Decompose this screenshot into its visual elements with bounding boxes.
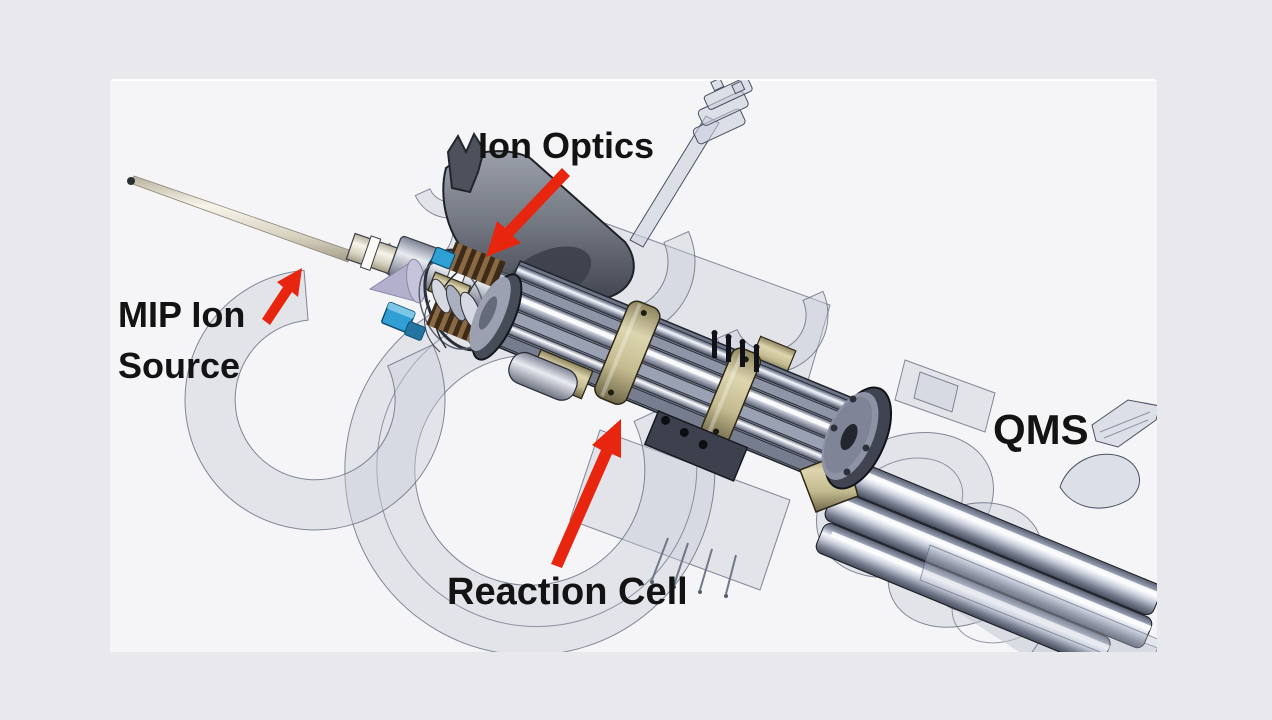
clamp-ring-1 [594, 300, 661, 406]
reaction-cell-label: Reaction Cell [447, 571, 688, 613]
clamp-ring-2 [700, 347, 762, 444]
bolt-block [643, 410, 749, 482]
reaction-cell-arrow [551, 419, 621, 568]
rod-lug [1059, 453, 1140, 509]
probe-tip [127, 177, 135, 185]
ion-optics-label: Ion Optics [478, 125, 654, 166]
qms-label: QMS [993, 406, 1089, 453]
mip-ion-source-arrow [262, 268, 302, 325]
shroud-fork-tab [446, 131, 486, 194]
reaction-cell-assembly [469, 260, 871, 488]
lens-stack-upper [445, 241, 506, 289]
electrode-pins [711, 330, 760, 372]
canvas-top-highlight [112, 79, 1155, 81]
entry-flange [469, 273, 523, 361]
blue-insulator-blocks [381, 246, 456, 341]
annotation-arrows [262, 168, 621, 568]
labels: Ion Optics MIP Ion Source QMS Reaction C… [118, 125, 1089, 613]
ion-optics-stack [381, 241, 506, 353]
skimmer-cone [368, 258, 426, 304]
mip-ion-source-label-line1: MIP Ion [118, 294, 245, 335]
actuator-knob [692, 80, 753, 145]
ion-optics-arrow [486, 168, 570, 257]
mip-ion-source-label-line2: Source [118, 345, 240, 386]
qms-flange [821, 386, 893, 490]
qms-assembly [799, 386, 1157, 652]
lower-stub-cylinder [508, 351, 578, 401]
chamber-pins [651, 537, 737, 595]
